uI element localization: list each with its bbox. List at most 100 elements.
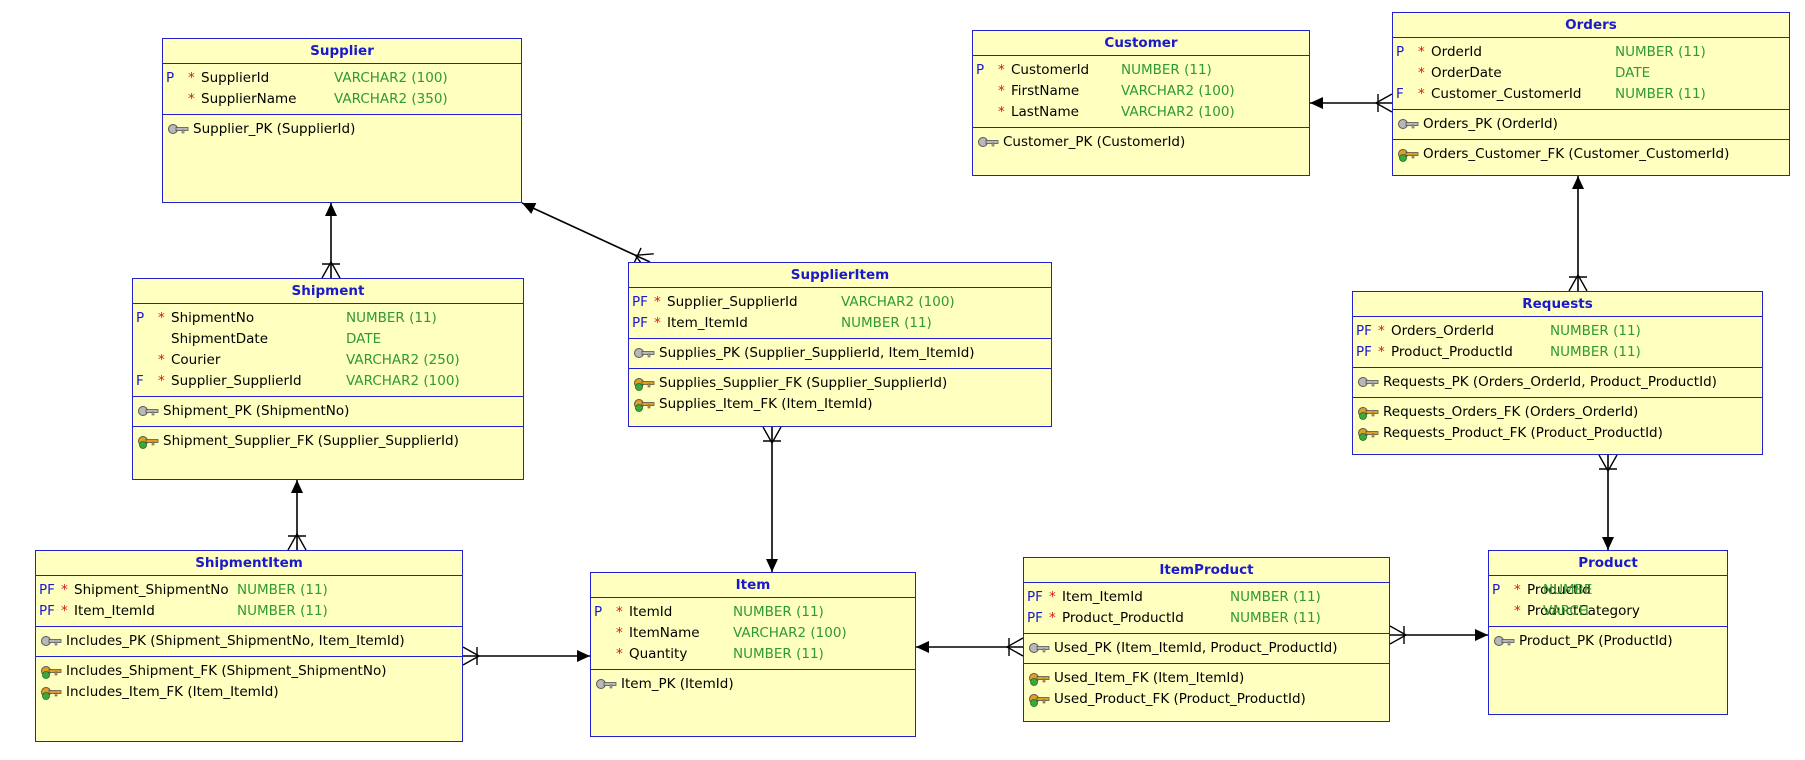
foreign-key-icon: [634, 399, 655, 412]
foreign-key-icon: [41, 666, 62, 679]
key-flag: F: [136, 373, 144, 389]
foreign-key-constraint[interactable]: Used_Product_FK (Product_ProductId): [1024, 689, 1389, 710]
crows-foot: [762, 426, 782, 444]
foreign-key-icon: [1398, 149, 1419, 162]
arrowhead: [291, 480, 303, 493]
primary-key-constraint[interactable]: Includes_PK (Shipment_ShipmentNo, Item_I…: [36, 631, 462, 652]
foreign-key-constraint[interactable]: Supplies_Supplier_FK (Supplier_SupplierI…: [629, 373, 1051, 394]
foreign-key-constraint[interactable]: Supplies_Item_FK (Item_ItemId): [629, 394, 1051, 415]
foreign-key-constraint[interactable]: Includes_Item_FK (Item_ItemId): [36, 682, 462, 703]
relationship-itemproduct-item[interactable]: [916, 637, 1024, 657]
relationship-itemproduct-product[interactable]: [1389, 625, 1488, 645]
relationship-shipmentitem-item[interactable]: [462, 646, 590, 666]
foreign-key-constraint[interactable]: Requests_Orders_FK (Orders_OrderId): [1353, 402, 1762, 423]
required-marker: *: [1418, 65, 1425, 81]
table-title[interactable]: Product: [1489, 551, 1727, 576]
relationship-requests-product[interactable]: [1598, 454, 1618, 550]
primary-key-constraint[interactable]: Supplier_PK (SupplierId): [163, 119, 521, 140]
table-title[interactable]: Item: [591, 573, 915, 598]
table-title[interactable]: Supplier: [163, 39, 521, 64]
foreign-key-section: Includes_Shipment_FK (Shipment_ShipmentN…: [36, 657, 462, 707]
primary-key-icon: [596, 679, 617, 689]
column-type: NUMBER (11): [237, 603, 328, 619]
foreign-key-constraint[interactable]: Used_Item_FK (Item_ItemId): [1024, 668, 1389, 689]
relationship-orders-customer[interactable]: [1310, 93, 1393, 113]
relationship-requests-orders[interactable]: [1568, 176, 1588, 292]
primary-key-constraint[interactable]: Customer_PK (CustomerId): [973, 132, 1309, 153]
table-title[interactable]: ItemProduct: [1024, 558, 1389, 583]
primary-key-constraint[interactable]: Used_PK (Item_ItemId, Product_ProductId): [1024, 638, 1389, 659]
primary-key-icon: [978, 137, 999, 147]
foreign-key-constraint[interactable]: Orders_Customer_FK (Customer_CustomerId): [1393, 144, 1789, 165]
column-name: FirstName: [1011, 83, 1080, 99]
relationship-shipmentitem-shipment[interactable]: [287, 480, 307, 551]
required-marker: *: [188, 91, 195, 107]
column-name: LastName: [1011, 104, 1079, 120]
primary-key-constraint[interactable]: Supplies_PK (Supplier_SupplierId, Item_I…: [629, 343, 1051, 364]
foreign-key-section: Requests_Orders_FK (Orders_OrderId)Reque…: [1353, 398, 1762, 448]
relationship-supplieritem-item[interactable]: [762, 426, 782, 572]
primary-key-constraint[interactable]: Item_PK (ItemId): [591, 674, 915, 695]
primary-key-constraint[interactable]: Orders_PK (OrderId): [1393, 114, 1789, 135]
relationship-supplieritem-supplier[interactable]: [521, 202, 654, 271]
required-marker: *: [1378, 344, 1385, 360]
key-flag: PF: [1027, 610, 1043, 626]
table-title[interactable]: Orders: [1393, 13, 1789, 38]
relationship-shipment-supplier[interactable]: [321, 203, 341, 279]
primary-key-constraint[interactable]: Shipment_PK (ShipmentNo): [133, 401, 523, 422]
arrowhead: [916, 641, 929, 653]
key-flag: PF: [632, 294, 648, 310]
primary-key-constraint[interactable]: Requests_PK (Orders_OrderId, Product_Pro…: [1353, 372, 1762, 393]
primary-key-section: Orders_PK (OrderId): [1393, 110, 1789, 140]
table-title[interactable]: ShipmentItem: [36, 551, 462, 576]
foreign-key-constraint[interactable]: Includes_Shipment_FK (Shipment_ShipmentN…: [36, 661, 462, 682]
foreign-key-icon: [1358, 407, 1379, 420]
column-type: VARCHAR2 (100): [841, 294, 955, 310]
table-title[interactable]: Customer: [973, 31, 1309, 56]
foreign-key-constraint[interactable]: Requests_Product_FK (Product_ProductId): [1353, 423, 1762, 444]
table-title[interactable]: SupplierItem: [629, 263, 1051, 288]
column-type: VARCHAR2 (100): [346, 373, 460, 389]
foreign-key-constraint[interactable]: Shipment_Supplier_FK (Supplier_SupplierI…: [133, 431, 523, 452]
table-title[interactable]: Requests: [1353, 292, 1762, 317]
table-title[interactable]: Shipment: [133, 279, 523, 304]
primary-key-constraint[interactable]: Product_PK (ProductId): [1489, 631, 1727, 652]
column-type: NUMBER (11): [1121, 62, 1212, 78]
